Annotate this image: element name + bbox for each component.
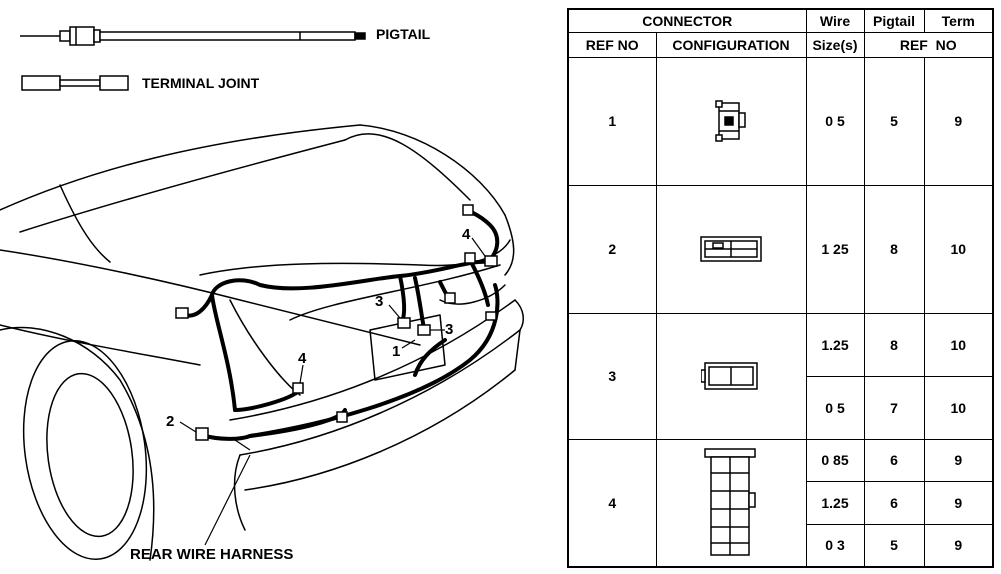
header-configuration: CONFIGURATION	[655, 32, 807, 58]
callout-4-right: 4	[462, 226, 471, 243]
ref-no-cell: 1	[567, 56, 657, 186]
header-no: NO	[935, 37, 957, 54]
connector-table: CONNECTOR Wire Pigtail Term REF NO CONFI…	[567, 8, 994, 568]
header-size: Size(s)	[805, 32, 865, 58]
harness-connectors	[175, 204, 498, 441]
wire-size-cell: 0 85	[805, 438, 865, 483]
connector-3-config	[655, 312, 807, 440]
car-body-outline	[0, 124, 525, 561]
term-no-cell: 10	[923, 184, 994, 314]
pigtail-ref-cell: 8	[863, 184, 925, 314]
header-pigtail: Pigtail	[863, 8, 925, 34]
term-no-cell: 9	[923, 56, 994, 186]
term-no-cell: 9	[923, 481, 994, 525]
term-no-cell: 9	[923, 523, 994, 568]
callout-leaders	[179, 237, 486, 546]
term-no-cell: 10	[923, 375, 994, 440]
wire-size-cell: 1 25	[805, 184, 865, 314]
connector-1-config	[655, 56, 807, 186]
header-term: Term	[923, 8, 994, 34]
wire-size-cell: 0 5	[805, 56, 865, 186]
rear-harness-diagram: PIGTAIL TERMINAL JOINT	[0, 26, 525, 563]
callout-4-left: 4	[298, 350, 307, 367]
term-no-cell: 10	[923, 312, 994, 377]
pigtail-ref-cell: 6	[863, 481, 925, 525]
pigtail-ref-cell: 7	[863, 375, 925, 440]
callout-3-lower: 3	[445, 321, 453, 338]
ref-no-cell: 4	[567, 438, 657, 568]
table-row: 0 3 5 9	[568, 523, 994, 568]
connector-2-config	[655, 184, 807, 314]
terminal-joint-legend-icon	[21, 75, 129, 91]
terminal-joint-label: TERMINAL JOINT	[142, 75, 260, 91]
pigtail-ref-cell: 5	[863, 523, 925, 568]
table-row: 3 1.25 8 10	[567, 312, 994, 440]
connector-1-icon	[715, 100, 746, 142]
connector-3-icon	[701, 362, 758, 390]
header-wire: Wire	[805, 8, 865, 34]
table-row: 0 5 7 10	[568, 375, 994, 440]
connector-4-icon	[704, 448, 756, 556]
header-ref-no-right: REF NO	[863, 32, 994, 58]
pigtail-legend-icon	[20, 26, 366, 46]
pigtail-ref-cell: 5	[863, 56, 925, 186]
wire-size-cell: 0 3	[805, 523, 865, 568]
term-no-cell: 9	[923, 438, 994, 483]
ref-no-cell: 2	[567, 184, 657, 314]
header-ref: REF	[899, 37, 928, 54]
pigtail-ref-cell: 6	[863, 438, 925, 483]
connector-2-icon	[700, 236, 762, 262]
table-row: 2 1 25 8 10	[567, 184, 994, 314]
wire-size-cell: 1.25	[805, 481, 865, 525]
header-connector: CONNECTOR	[567, 8, 807, 34]
ref-no-cell: 3	[567, 312, 657, 440]
connector-4-config	[655, 438, 807, 568]
wire-size-cell: 0 5	[805, 375, 865, 440]
callout-2: 2	[166, 413, 174, 430]
table-row: 4 0 85 6 9	[567, 438, 994, 568]
wire-size-cell: 1.25	[805, 312, 865, 377]
rear-wire-harness-label: REAR WIRE HARNESS	[130, 546, 293, 563]
header-ref-no: REF NO	[567, 32, 657, 58]
table-row: 1 0 5 5 9	[567, 56, 994, 186]
pigtail-label: PIGTAIL	[376, 26, 431, 42]
callout-1: 1	[392, 343, 400, 360]
pigtail-ref-cell: 8	[863, 312, 925, 377]
callout-3-upper: 3	[375, 293, 383, 310]
